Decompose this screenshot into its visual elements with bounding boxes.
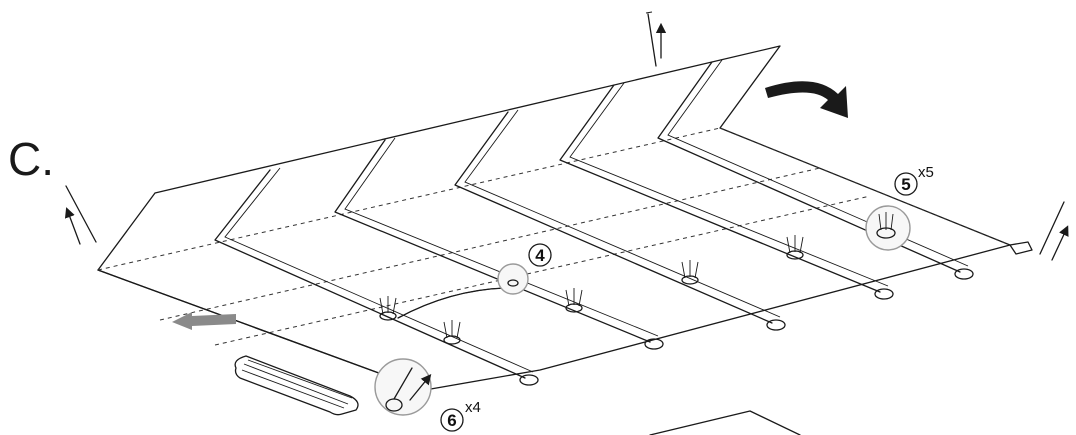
tent-body [97,45,1011,391]
pole-sleeve-edge [344,137,659,337]
grommet [507,279,519,287]
svg-text:x5: x5 [918,164,934,181]
hub-pole-stubs [443,320,461,339]
step-letter: C. [8,133,54,185]
pole-sleeve [657,61,961,273]
hub-pole-stubs [565,288,583,307]
pole-sleeve-edge [464,109,781,318]
tent-stake-icon [1009,201,1069,261]
sleeve-tab [519,374,539,386]
pole-hubs [379,235,804,345]
callout-6: 6 x4 [440,399,481,432]
sleeve-tab [874,288,894,300]
tent-stake-icon [64,185,97,245]
pole-sleeves [214,59,974,386]
svg-text:5: 5 [901,175,910,194]
svg-text:x4: x4 [465,399,481,416]
svg-text:4: 4 [535,246,545,265]
hub-pole-stubs [681,260,699,279]
pole-sleeve [214,169,526,379]
hub-detail [876,212,896,239]
callout-4: 4 [528,243,552,267]
sleeve-tab [954,268,974,280]
curved-arrow-icon [765,81,848,118]
pole-sleeve [334,139,651,343]
gray-arrow-icon [172,312,236,330]
curved-brace [397,287,506,319]
rolled-pole-bundle-icon [234,355,359,416]
pole-sleeve-edge [224,167,534,373]
pole-sleeve [559,84,881,293]
tent-stake-icon [645,11,667,67]
sleeve-tab [644,338,664,350]
svg-text:6: 6 [447,411,456,430]
pole-sleeve-edge [569,82,889,287]
pole-sleeve [454,111,773,324]
magnifier-circle [497,263,529,295]
sleeve-tab [766,319,786,331]
callout-5: 5 x5 [894,164,934,196]
hub-pole-stubs [379,296,397,315]
next-panel-edge [649,410,801,435]
hub-pole-stubs [786,235,804,254]
stake-ring-detail [385,367,432,412]
magnifier-circle [374,358,432,416]
